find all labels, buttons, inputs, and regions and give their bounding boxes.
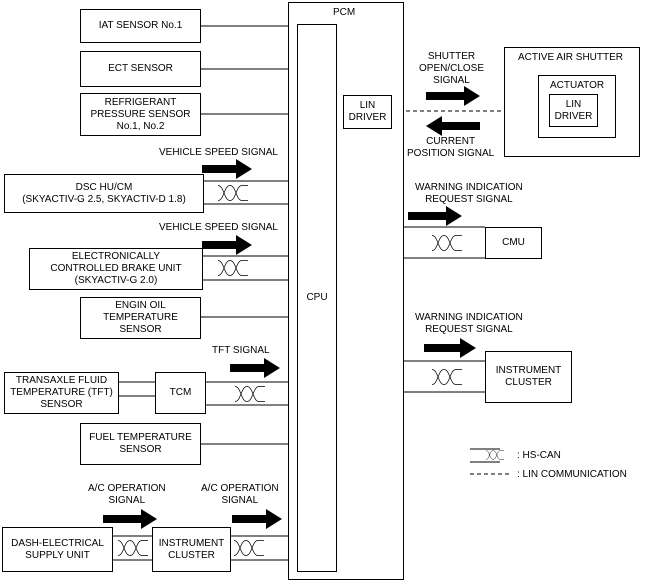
fuel-temperature-sensor: FUEL TEMPERATURE SENSOR <box>80 423 201 465</box>
tft-signal-label: TFT SIGNAL <box>212 345 270 356</box>
tft-sensor: TRANSAXLE FLUID TEMPERATURE (TFT) SENSOR <box>4 372 119 414</box>
legend-hs-can: : HS-CAN <box>517 450 561 461</box>
pcm-lin-driver: LIN DRIVER <box>343 95 392 129</box>
arrow-ac2 <box>232 509 282 529</box>
arrow-position <box>426 116 480 136</box>
active-air-shutter-title: ACTIVE AIR SHUTTER <box>518 52 624 63</box>
arrow-ac1 <box>103 509 157 529</box>
arrow-vss2 <box>202 235 252 255</box>
arrow-vss1 <box>202 159 252 179</box>
vss-signal-label-1: VEHICLE SPEED SIGNAL <box>159 147 278 158</box>
dsc-hu-cm: DSC HU/CM (SKYACTIV-G 2.5, SKYACTIV-D 1.… <box>4 174 204 213</box>
vss-signal-label-2: VEHICLE SPEED SIGNAL <box>159 222 278 233</box>
arrow-shutter <box>426 86 480 106</box>
pcm-title: PCM <box>333 7 356 18</box>
electronically-controlled-brake-unit: ELECTRONICALLY CONTROLLED BRAKE UNIT (SK… <box>29 248 203 290</box>
actuator-title: ACTUATOR <box>550 80 605 91</box>
warning-signal-label-2: WARNING INDICATION REQUEST SIGNAL <box>415 312 523 335</box>
instrument-cluster-output: INSTRUMENT CLUSTER <box>485 351 572 403</box>
instrument-cluster-input: INSTRUMENT CLUSTER <box>152 527 231 572</box>
cmu-box: CMU <box>485 227 542 259</box>
actuator-lin-driver: LIN DRIVER <box>549 94 598 127</box>
iat-sensor: IAT SENSOR No.1 <box>80 9 201 43</box>
legend-lin: : LIN COMMUNICATION <box>517 469 627 480</box>
dash-electrical-supply-unit: DASH-ELECTRICAL SUPPLY UNIT <box>2 527 113 572</box>
shutter-signal-label: SHUTTER OPEN/CLOSE SIGNAL <box>419 51 485 86</box>
ect-sensor: ECT SENSOR <box>80 51 201 87</box>
engine-oil-temperature-sensor: ENGIN OIL TEMPERATURE SENSOR <box>80 297 201 339</box>
tcm-box: TCM <box>155 372 206 414</box>
refrigerant-pressure-sensor: REFRIGERANT PRESSURE SENSOR No.1, No.2 <box>80 93 201 136</box>
arrow-warn2 <box>424 338 476 358</box>
arrow-tft <box>230 358 280 378</box>
signal-arrows <box>103 86 480 529</box>
cpu-box: CPU <box>297 24 337 572</box>
ac-signal-label-1: A/C OPERATION SIGNAL <box>88 483 166 506</box>
ac-signal-label-2: A/C OPERATION SIGNAL <box>201 483 279 506</box>
warning-signal-label-1: WARNING INDICATION REQUEST SIGNAL <box>415 182 523 205</box>
actuator-box <box>538 75 616 138</box>
cpu-label: CPU <box>306 292 328 303</box>
arrow-warn1 <box>408 206 462 226</box>
sensor-wires <box>200 25 297 445</box>
can-wires <box>113 180 500 561</box>
position-signal-label: CURRENT POSITION SIGNAL <box>407 136 495 159</box>
